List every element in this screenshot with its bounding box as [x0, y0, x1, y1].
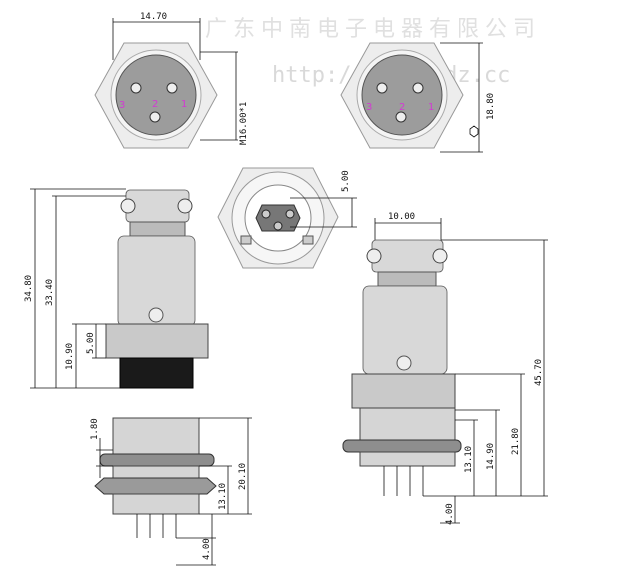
pin-label-1: 1: [181, 99, 187, 110]
watermark-company: 广东中南电子电器有限公司: [205, 17, 541, 42]
dim-nut-a: 21.80: [511, 428, 521, 455]
front-view-left: 14.70 3 2 1 M16.00*1: [94, 12, 249, 149]
dim-socket: 5.00: [341, 170, 351, 192]
dim-nut-c: 13.10: [464, 446, 474, 473]
dim-overall-right: 45.70: [534, 359, 544, 386]
socket-center-view: 5.00: [217, 167, 357, 269]
plug-left: 34.80 33.40 10.90 5.00: [24, 188, 209, 389]
pin-label-2: 2: [152, 99, 158, 110]
plug-right: 10.00 45.70 21.80 14.90 13.10 4.00: [342, 212, 548, 525]
pin-label-3: 3: [119, 100, 125, 111]
socket-bottom: 1.80 20.10 13.10 4.00: [90, 417, 252, 566]
dim-socket-thread: 13.10: [218, 483, 228, 510]
front-view-right: 3 2 1 18.80: [340, 42, 496, 153]
dim-flange: 1.80: [90, 418, 100, 440]
pin-label-2: 2: [399, 102, 405, 113]
pin-label-1: 1: [428, 102, 434, 113]
dim-socket-pin: 4.00: [202, 538, 212, 560]
dim-plug-ring: 5.00: [86, 332, 96, 354]
dim-nut-b: 14.90: [486, 443, 496, 470]
dim-plug-overall: 34.80: [24, 275, 34, 302]
dim-plug-body: 33.40: [45, 279, 55, 306]
dim-socket-height: 20.10: [238, 463, 248, 490]
dim-thread: M16.00*1: [239, 102, 249, 145]
dim-pin-right: 4.00: [445, 503, 455, 525]
dim-plug-ring-low: 10.90: [65, 343, 75, 370]
dim-top-width: 10.00: [388, 212, 415, 222]
pin-label-3: 3: [366, 102, 372, 113]
dim-hex: 18.80: [486, 93, 496, 120]
dim-front-width: 14.70: [140, 12, 167, 22]
